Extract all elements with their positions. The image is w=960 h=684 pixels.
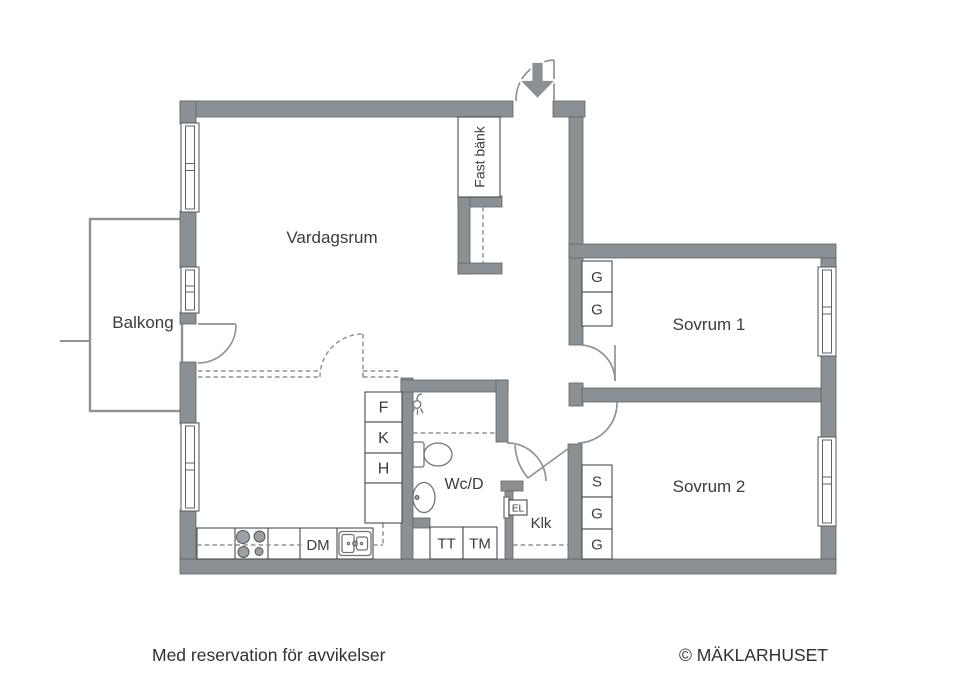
wall-left-2 bbox=[179, 210, 197, 269]
label-tt: TT bbox=[437, 536, 455, 553]
entrance-door bbox=[515, 59, 559, 102]
label-g: G bbox=[591, 302, 603, 319]
wall-divider-end bbox=[568, 382, 584, 407]
wall-left-5 bbox=[179, 509, 197, 560]
wall-entry-stub bbox=[552, 100, 586, 118]
balcony-outline bbox=[88, 217, 184, 413]
window-living-1 bbox=[180, 122, 200, 213]
cabinet-tm bbox=[462, 526, 498, 560]
wall-left-3 bbox=[179, 311, 197, 325]
wall-klk-stub bbox=[500, 480, 524, 492]
kitchen-sink-icon bbox=[338, 530, 372, 557]
kitchen: F K H DM bbox=[196, 391, 403, 560]
dashed-door-arc bbox=[319, 333, 364, 378]
wardrobe-s1-g1 bbox=[581, 260, 613, 293]
label-k: K bbox=[378, 430, 389, 447]
label-sovrum2: Sovrum 2 bbox=[673, 477, 746, 496]
wall-right-2 bbox=[820, 354, 837, 439]
wardrobe-s1-g2 bbox=[581, 291, 613, 327]
fast-bank-box bbox=[457, 116, 501, 198]
label-dm: DM bbox=[306, 537, 329, 554]
window-kitchen bbox=[180, 422, 200, 512]
wall-sovrum1-north bbox=[568, 243, 837, 259]
label-g: G bbox=[591, 269, 603, 286]
cabinet-freezer bbox=[364, 421, 403, 454]
cabinet-unlabeled bbox=[364, 482, 403, 524]
cabinet-tt bbox=[429, 526, 464, 560]
bathroom: Wc/D TT TM bbox=[411, 393, 498, 560]
entrance-arrow-icon bbox=[516, 61, 559, 101]
label-s: S bbox=[592, 474, 602, 491]
wardrobe-s2-g2 bbox=[581, 528, 613, 560]
cabinet-fridge bbox=[364, 391, 403, 423]
wall-wc-west bbox=[400, 377, 414, 560]
sovrum1-door bbox=[581, 344, 616, 382]
klk-door bbox=[514, 444, 570, 479]
el-box bbox=[508, 499, 528, 516]
window-sovrum2 bbox=[817, 436, 837, 527]
label-vardagsrum: Vardagsrum bbox=[286, 228, 377, 247]
exterior-walls bbox=[179, 100, 837, 575]
footer-copyright: © MÄKLARHUSET bbox=[679, 645, 828, 665]
wall-klk-west bbox=[504, 490, 514, 560]
wall-right-3 bbox=[820, 524, 837, 560]
wall-wc-east bbox=[495, 379, 509, 443]
label-f: F bbox=[379, 400, 389, 417]
window-living-2 bbox=[180, 266, 200, 314]
toilet-icon bbox=[412, 441, 453, 468]
klk-closet: EL Klk bbox=[503, 496, 552, 532]
fast-bank: Fast bänk bbox=[457, 116, 501, 198]
label-tm: TM bbox=[469, 536, 491, 553]
label-fast-bank: Fast bänk bbox=[472, 125, 488, 187]
label-el: EL bbox=[512, 504, 525, 515]
wall-left-4 bbox=[179, 361, 197, 425]
wardrobes: G G S G G bbox=[581, 260, 613, 560]
footer: Med reservation för avvikelser © MÄKLARH… bbox=[152, 645, 828, 665]
wall-wc-north bbox=[400, 379, 509, 393]
windows bbox=[180, 122, 837, 527]
room-labels: Vardagsrum Sovrum 1 Sovrum 2 bbox=[286, 228, 745, 496]
wall-hall-east bbox=[568, 116, 584, 346]
bath-sink-icon bbox=[412, 481, 436, 514]
label-sovrum1: Sovrum 1 bbox=[673, 315, 746, 334]
el-panel bbox=[503, 496, 510, 519]
wall-bedroom-divider bbox=[581, 387, 822, 403]
wall-left-1 bbox=[179, 100, 197, 125]
shower-icon bbox=[411, 393, 424, 415]
label-wcd: Wc/D bbox=[444, 476, 483, 493]
wall-niche-left bbox=[457, 195, 471, 275]
doors bbox=[197, 59, 618, 482]
wall-wc-stub bbox=[412, 517, 431, 529]
sovrum2-door bbox=[577, 401, 618, 444]
balcony-door bbox=[197, 323, 237, 364]
wall-bottom bbox=[179, 558, 837, 575]
interior-walls bbox=[400, 195, 822, 560]
wall-klk-east bbox=[567, 443, 583, 560]
label-h: H bbox=[378, 461, 390, 478]
footer-disclaimer: Med reservation för avvikelser bbox=[152, 645, 386, 665]
balcony: Balkong bbox=[60, 217, 184, 413]
window-sovrum1 bbox=[817, 266, 837, 357]
wall-top bbox=[179, 100, 514, 118]
wardrobe-s2-s bbox=[581, 464, 613, 498]
stove-icon bbox=[236, 530, 266, 558]
label-balkong: Balkong bbox=[112, 313, 173, 332]
wall-niche-bottom bbox=[457, 262, 503, 275]
label-klk: Klk bbox=[531, 515, 552, 532]
label-g: G bbox=[591, 537, 603, 554]
wc-door bbox=[506, 442, 547, 482]
label-g: G bbox=[591, 506, 603, 523]
